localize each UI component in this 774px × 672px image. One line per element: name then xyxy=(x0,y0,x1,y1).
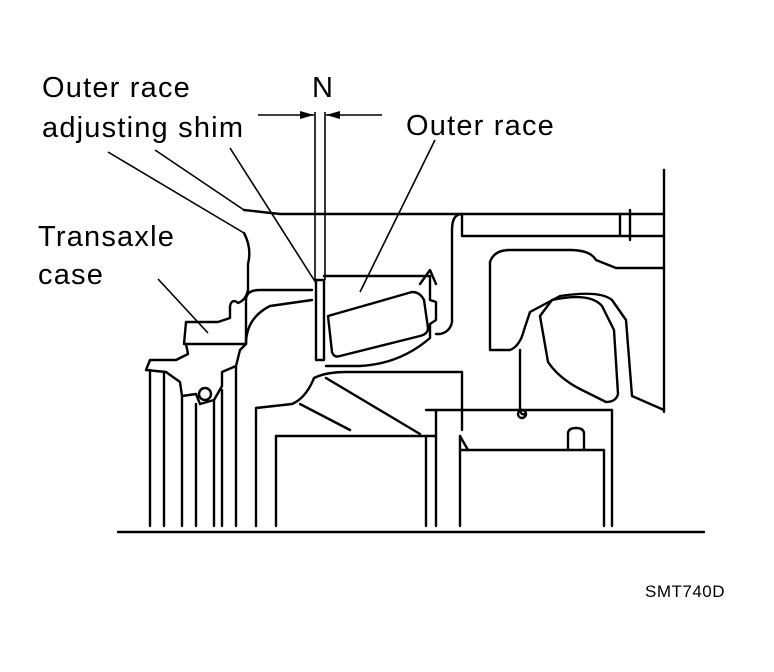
label-outer-race: Outer race xyxy=(406,110,555,142)
transaxle-case xyxy=(144,208,666,528)
differential-housing xyxy=(434,168,666,452)
label-transaxle-line1: Transaxle xyxy=(38,221,175,253)
label-transaxle-line2: case xyxy=(38,259,104,291)
leader-lines xyxy=(107,139,436,334)
adjusting-shim xyxy=(314,278,326,362)
label-outer-race-shim-line1: Outer race xyxy=(42,72,191,104)
dimension-n-indicator xyxy=(258,111,382,280)
outer-race xyxy=(322,268,438,368)
figure-code: SMT740D xyxy=(645,582,725,601)
lower-gear-block xyxy=(254,408,614,528)
label-dimension-n: N xyxy=(312,72,334,104)
label-outer-race-shim-line2: adjusting shim xyxy=(42,112,244,144)
inner-race xyxy=(254,370,464,436)
